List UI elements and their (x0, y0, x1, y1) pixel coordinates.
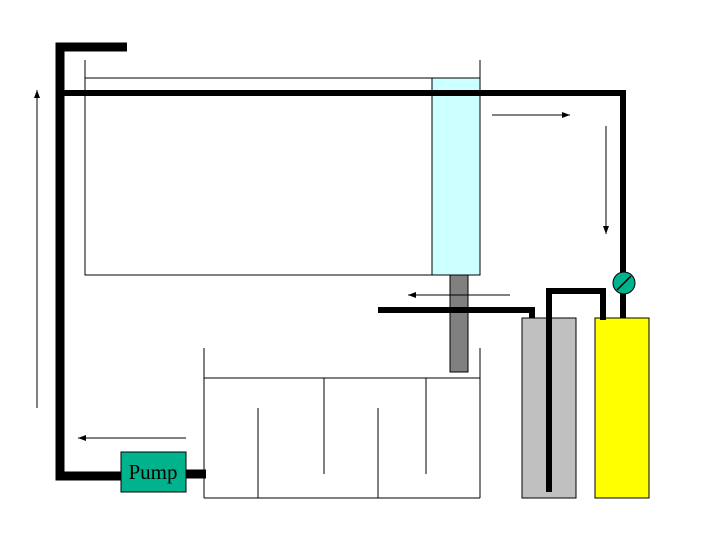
drain-tube (449, 274, 469, 373)
overflow-pipe (378, 307, 535, 320)
pump-box[interactable] (120, 451, 187, 493)
valve-handle (616, 275, 632, 291)
return-pipe (55, 42, 127, 481)
yellow-bottle (594, 317, 650, 499)
siphon-pipe (546, 288, 606, 492)
filter-column (431, 77, 481, 276)
upper-tank (84, 77, 481, 276)
pump-label: Pump (128, 460, 177, 484)
